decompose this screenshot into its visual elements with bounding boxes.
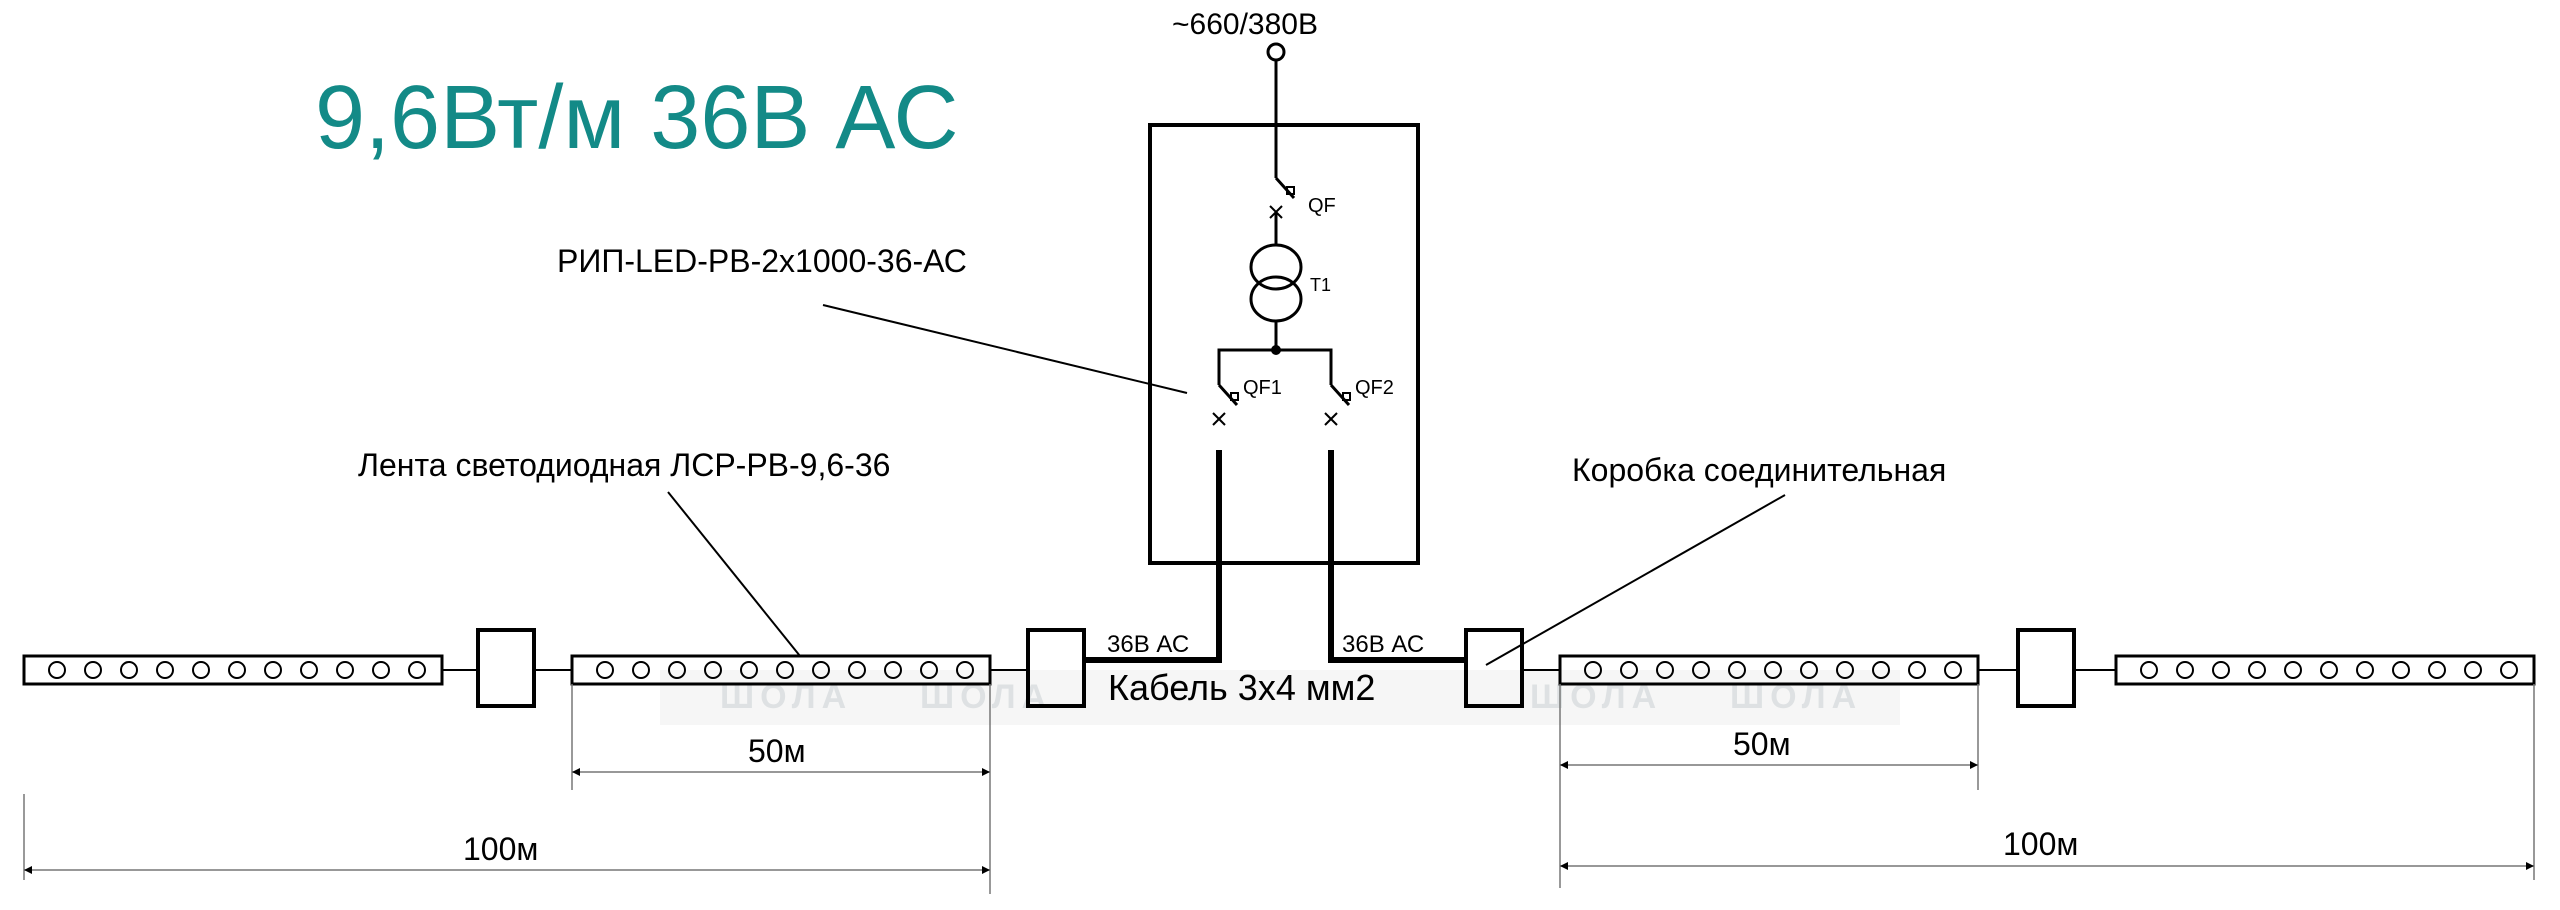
output-cable-left xyxy=(1085,450,1222,663)
junction-box xyxy=(1464,628,1524,708)
strip-leader-line xyxy=(667,491,801,657)
dimension-left-total xyxy=(23,794,991,894)
breaker-qf2-label: QF2 xyxy=(1355,377,1394,399)
junction-box xyxy=(2016,628,2076,708)
breaker-qf1-label: QF1 xyxy=(1243,377,1282,399)
led-strip xyxy=(2114,654,2536,686)
branch-bus xyxy=(1217,348,1333,372)
junction-label: Коробка соединительная xyxy=(1572,452,1946,488)
supply-terminal xyxy=(1266,42,1286,62)
dimension-left-segment xyxy=(571,684,991,800)
dimension-right-segment xyxy=(1559,684,1979,790)
transformer-t1 xyxy=(1249,243,1303,350)
output-cable-right xyxy=(1328,450,1466,663)
junction-box xyxy=(476,628,536,708)
breaker-qf xyxy=(1269,176,1296,245)
cable-label: Кабель 3х4 мм2 xyxy=(1108,667,1375,708)
psu-label: РИП-LED-РВ-2х1000-36-АС xyxy=(557,243,967,279)
output-voltage-left: 36В АС xyxy=(1107,631,1189,658)
supply-voltage-label: ~660/380В xyxy=(1172,8,1318,41)
dimension-right-segment-label: 50м xyxy=(1733,726,1791,762)
junction-box xyxy=(1026,628,1086,708)
junction-leader-line xyxy=(1485,494,1786,666)
dimension-right-total-label: 100м xyxy=(2003,826,2078,862)
breaker-qf2 xyxy=(1324,372,1351,426)
dimension-left-segment-label: 50м xyxy=(748,733,806,769)
transformer-label: T1 xyxy=(1310,275,1331,295)
breaker-qf-label: QF xyxy=(1308,195,1336,217)
strip-label: Лента светодиодная ЛСР-РВ-9,6-36 xyxy=(358,447,890,483)
led-strip xyxy=(22,654,444,686)
psu-enclosure xyxy=(1148,123,1420,565)
dimension-left-total-label: 100м xyxy=(463,831,538,867)
dimension-right-total xyxy=(1559,684,2535,888)
diagram-title: 9,6Вт/м 36В АС xyxy=(315,68,958,168)
output-voltage-right: 36В АС xyxy=(1342,631,1424,658)
breaker-qf1 xyxy=(1212,372,1239,426)
psu-leader-line xyxy=(822,304,1188,394)
